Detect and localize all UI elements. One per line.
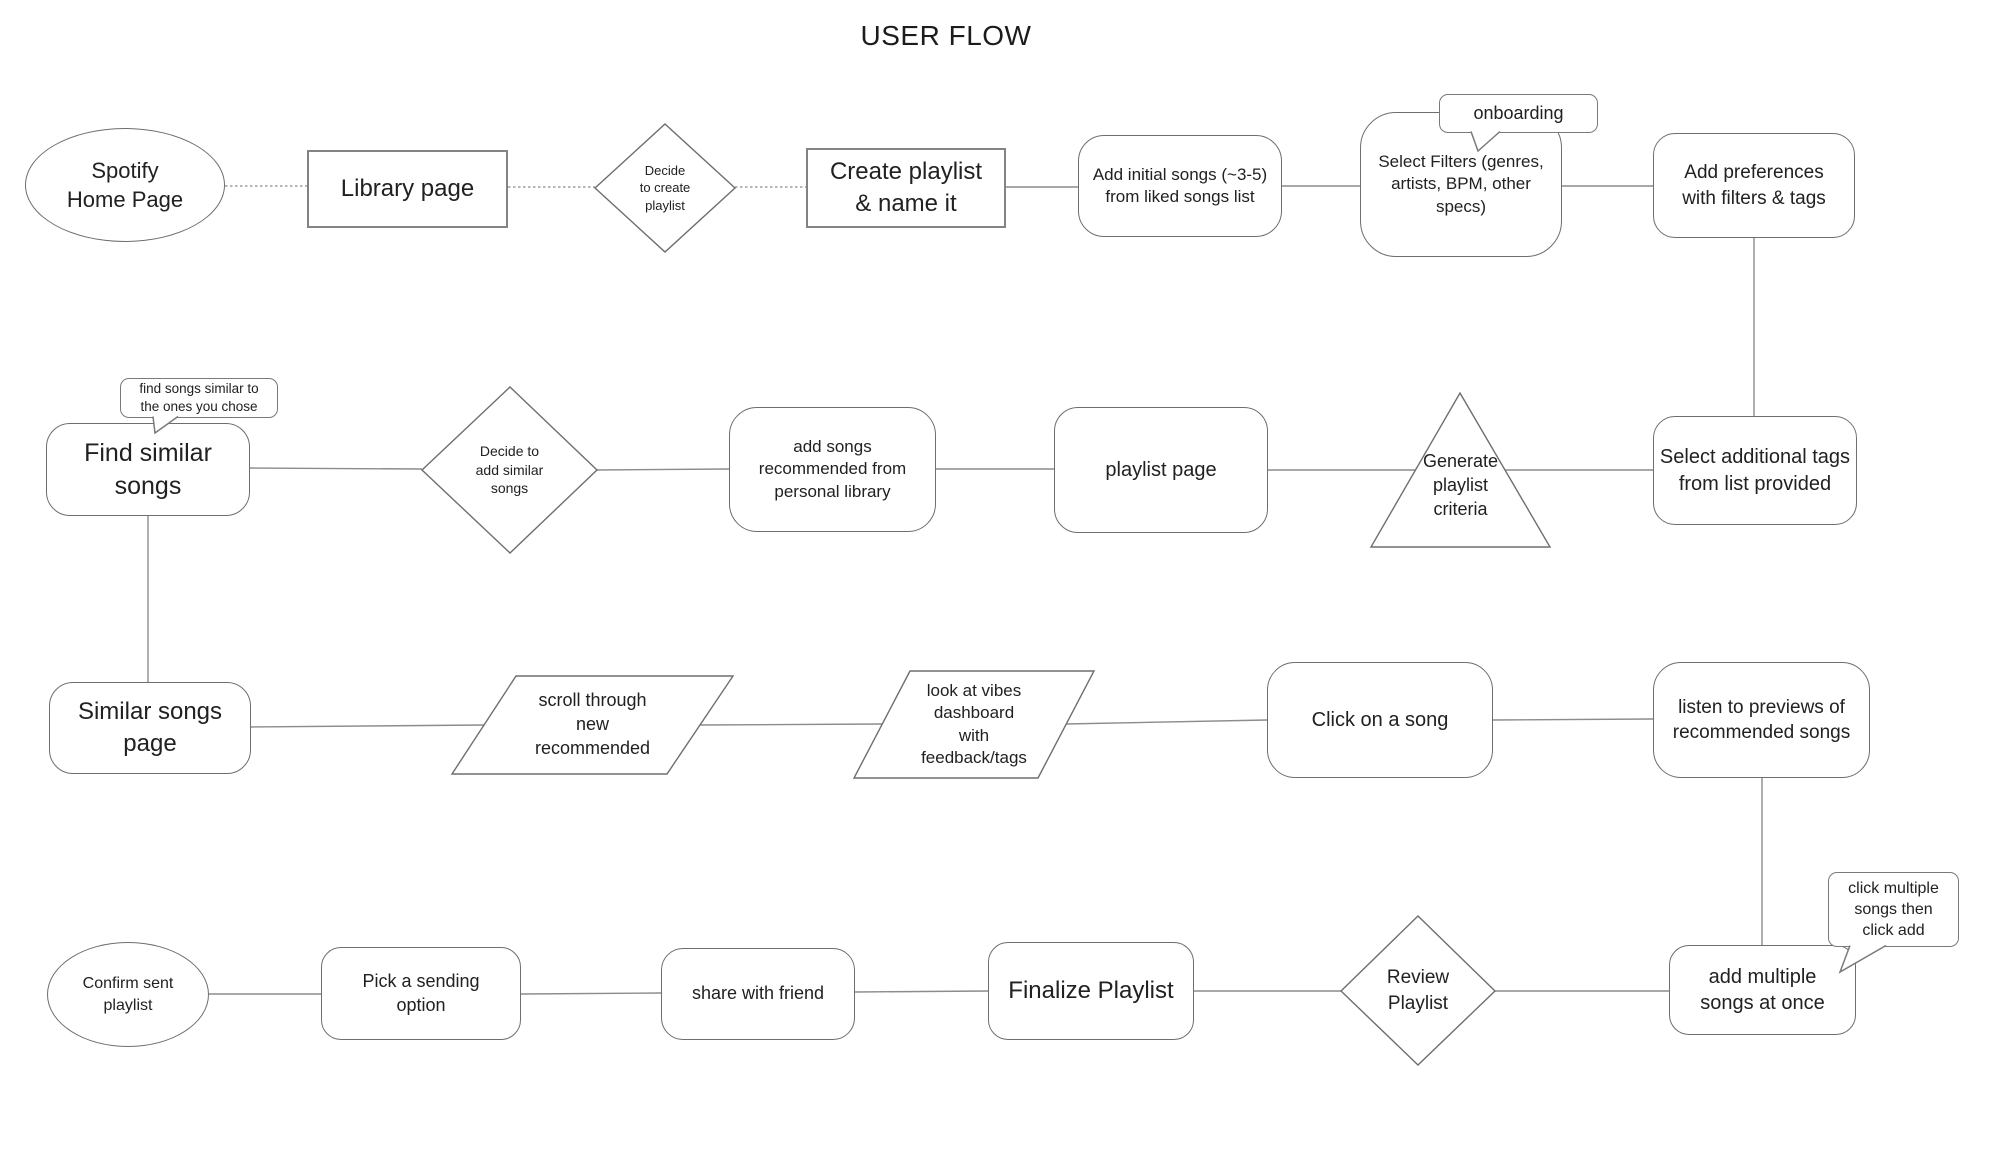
node-listen-previews[interactable]: listen to previews of recommended songs [1653, 662, 1870, 778]
connector-decideadd-to-addsongs [596, 468, 730, 471]
connector-clicksong-to-previews [1492, 718, 1654, 721]
diagram-title: USER FLOW [860, 20, 1032, 51]
connector-share-to-finalize [854, 990, 989, 993]
node-create-playlist-label: Create playlist & name it [829, 158, 983, 217]
node-vibes-dashboard-parallelogram[interactable] [852, 670, 1096, 779]
connector-scroll-to-vibes [699, 723, 883, 726]
connector-findsimilar-to-decideadd [249, 467, 423, 470]
node-add-songs-recommended[interactable]: add songs recommended from personal libr… [729, 407, 936, 532]
node-pick-sending-label: Pick a sending option [362, 970, 480, 1015]
node-library-page[interactable]: Library page [307, 150, 508, 228]
callout-find-similar-note[interactable]: find songs similar to the ones you chose [120, 378, 278, 418]
node-similar-songs-page[interactable]: Similar songs page [49, 682, 251, 774]
node-add-multiple[interactable]: add multiple songs at once [1669, 945, 1856, 1035]
node-find-similar[interactable]: Find similar songs [46, 423, 250, 516]
node-decide-add-similar-diamond[interactable] [420, 386, 599, 554]
node-select-filters-label: Select Filters (genres, artists, BPM, ot… [1378, 151, 1544, 216]
node-finalize-playlist-label: Finalize Playlist [1008, 977, 1174, 1005]
node-create-playlist[interactable]: Create playlist & name it [806, 148, 1006, 228]
callout-find-similar-note-text: find songs similar to the ones you chose [139, 381, 259, 414]
node-click-song-label: Click on a song [1311, 708, 1449, 731]
node-add-initial-songs[interactable]: Add initial songs (~3-5) from liked song… [1078, 135, 1282, 237]
node-spotify-home[interactable]: Spotify Home Page [25, 128, 225, 242]
node-playlist-page-label: playlist page [1105, 458, 1217, 481]
node-share-friend-label: share with friend [691, 983, 825, 1004]
node-add-multiple-label: add multiple songs at once [1700, 965, 1825, 1014]
connector-vibes-to-clicksong [1065, 719, 1268, 725]
node-find-similar-label: Find similar songs [84, 438, 212, 500]
node-playlist-page[interactable]: playlist page [1054, 407, 1268, 533]
node-select-additional-tags[interactable]: Select additional tags from list provide… [1653, 416, 1857, 525]
node-review-playlist-diamond[interactable] [1339, 915, 1497, 1066]
node-share-friend[interactable]: share with friend [661, 948, 855, 1040]
callout-onboarding-text: onboarding [1473, 102, 1564, 123]
node-spotify-home-label: Spotify Home Page [66, 157, 184, 212]
node-library-page-label: Library page [340, 175, 475, 203]
node-finalize-playlist[interactable]: Finalize Playlist [988, 942, 1194, 1040]
node-decide-create-diamond[interactable] [593, 123, 737, 253]
callout-click-multiple-note-text: click multiple songs then click add [1848, 879, 1939, 940]
node-similar-songs-page-label: Similar songs page [77, 698, 223, 757]
node-click-song[interactable]: Click on a song [1267, 662, 1493, 778]
node-add-songs-recommended-label: add songs recommended from personal libr… [758, 436, 907, 501]
node-confirm-sent-label: Confirm sent playlist [82, 975, 174, 1014]
node-select-additional-tags-label: Select additional tags from list provide… [1659, 446, 1851, 495]
node-add-preferences[interactable]: Add preferences with filters & tags [1653, 133, 1855, 238]
node-pick-sending[interactable]: Pick a sending option [321, 947, 521, 1040]
node-add-initial-songs-label: Add initial songs (~3-5) from liked song… [1092, 164, 1268, 206]
node-confirm-sent[interactable]: Confirm sent playlist [47, 942, 209, 1047]
node-generate-criteria-triangle[interactable] [1369, 391, 1552, 548]
connector-similarpage-to-scroll [250, 724, 485, 728]
connector-pick-to-share [520, 992, 662, 995]
callout-onboarding[interactable]: onboarding [1439, 94, 1598, 133]
node-select-filters[interactable]: Select Filters (genres, artists, BPM, ot… [1360, 112, 1562, 257]
callout-click-multiple-note[interactable]: click multiple songs then click add [1828, 872, 1959, 947]
node-add-preferences-label: Add preferences with filters & tags [1682, 162, 1826, 209]
node-scroll-recommended-parallelogram[interactable] [450, 675, 735, 775]
node-listen-previews-label: listen to previews of recommended songs [1672, 696, 1851, 743]
